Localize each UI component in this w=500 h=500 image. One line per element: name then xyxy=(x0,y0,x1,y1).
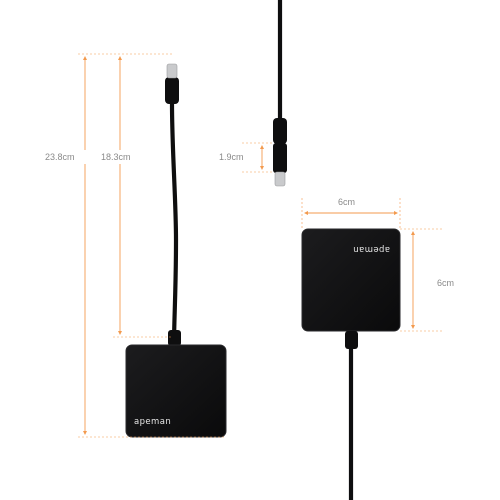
connector-length-label: 1.9cm xyxy=(219,152,244,162)
left-connector-tip xyxy=(166,63,178,79)
right-connector-boot xyxy=(273,118,287,144)
total-length-label: 23.8cm xyxy=(45,152,75,162)
right-hub-boot xyxy=(345,331,358,349)
cable-length-label: 18.3cm xyxy=(101,152,131,162)
hub-height-label: 6cm xyxy=(437,278,454,288)
right-brand-logo: apeman xyxy=(353,244,390,254)
left-dimensions: 23.8cm 18.3cm xyxy=(45,53,226,438)
left-connector-boot xyxy=(165,77,179,104)
left-hub-boot xyxy=(168,330,181,346)
right-connector-tip xyxy=(274,171,286,187)
hub-width-label: 6cm xyxy=(338,197,355,207)
right-adapter: apeman xyxy=(273,0,401,500)
left-cable xyxy=(169,101,179,349)
right-dimensions: 1.9cm 6cm 6cm xyxy=(219,142,454,332)
left-adapter: apeman xyxy=(125,63,227,438)
left-brand-logo: apeman xyxy=(134,417,171,427)
